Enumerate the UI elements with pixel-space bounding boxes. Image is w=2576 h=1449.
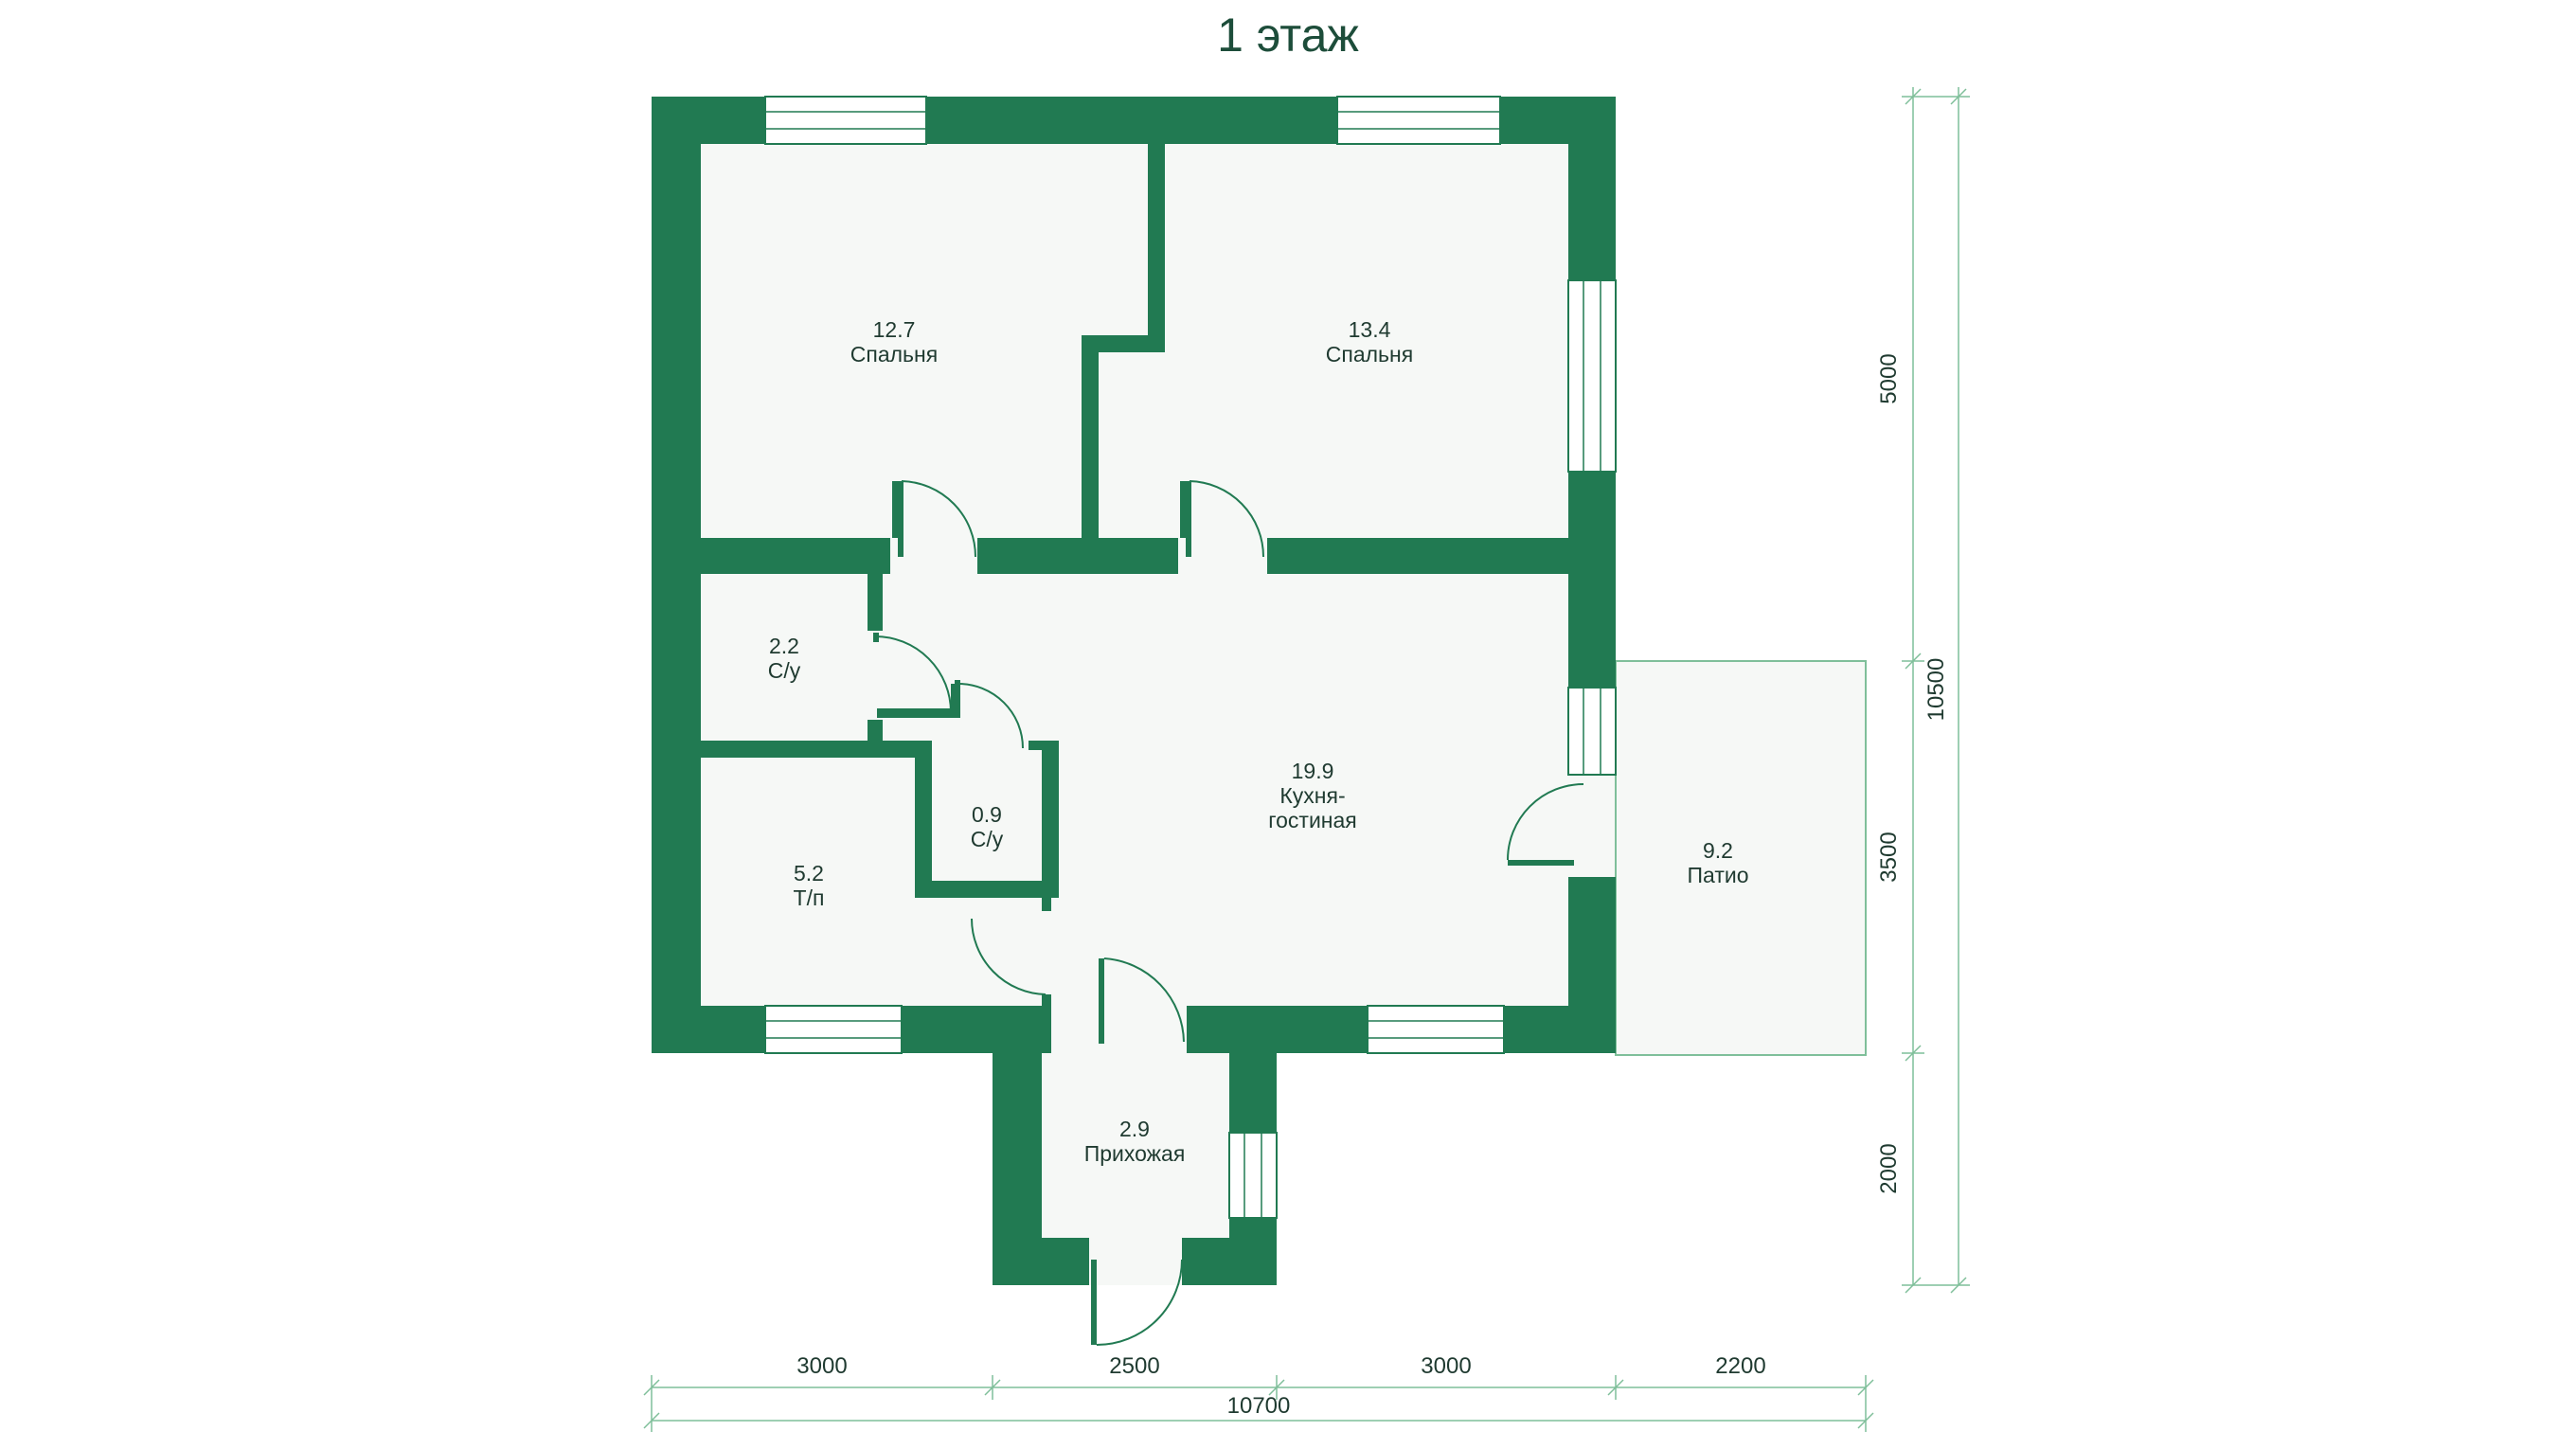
room-name: Патио <box>1688 863 1749 887</box>
wall-bedroom-divider-step <box>1082 335 1165 352</box>
window-bottom-left <box>764 1005 903 1054</box>
dimension-label: 3500 <box>1876 832 1902 882</box>
room-bedroom-left: 12.7 Спальня <box>850 317 938 367</box>
room-name: С/у <box>768 658 801 683</box>
wall-utility-door-jamb <box>1042 898 1051 911</box>
window-right-lower <box>1567 687 1617 776</box>
window-bottom-right <box>1367 1005 1505 1054</box>
dimension-label: 5000 <box>1876 353 1902 403</box>
room-living: 19.9 Кухня- гостиная <box>1268 759 1357 832</box>
dimension-label: 3000 <box>796 1353 847 1379</box>
door-hallway-inner <box>1099 957 1185 1044</box>
dimension-label: 2200 <box>1715 1353 1765 1379</box>
wall-hallway-bottom-right <box>1182 1238 1277 1285</box>
door-patio <box>1507 783 1584 866</box>
room-hallway: 2.9 Прихожая <box>1084 1117 1186 1166</box>
room-wc-small: 0.9 С/у <box>971 802 1004 851</box>
room-name: Кухня- <box>1279 783 1345 808</box>
room-name: Т/п <box>794 886 825 910</box>
page-title: 1 этаж <box>1217 9 1359 62</box>
wall-small-wc-top <box>877 708 958 718</box>
window-hallway <box>1228 1132 1278 1219</box>
wall-utility-door-jamb-bottom <box>1042 994 1051 1006</box>
room-name: Спальня <box>1326 342 1413 367</box>
window-top-right <box>1336 96 1501 145</box>
dimension-label: 10700 <box>1227 1393 1291 1419</box>
dimension-bottom: 3000 2500 3000 2200 10700 <box>643 1353 1874 1432</box>
room-area: 13.4 <box>1349 317 1391 342</box>
wall-wc-right-upper <box>868 574 883 631</box>
room-area: 2.9 <box>1119 1117 1150 1141</box>
room-utility: 5.2 Т/п <box>794 861 825 910</box>
room-area: 5.2 <box>794 861 824 886</box>
door-wc-small <box>955 680 1024 749</box>
dimension-label: 10500 <box>1923 658 1949 722</box>
room-name: Спальня <box>850 342 938 367</box>
room-area: 12.7 <box>873 317 916 342</box>
room-bedroom-right: 13.4 Спальня <box>1326 317 1413 367</box>
wall-bedroom-divider-upper <box>1148 144 1165 350</box>
door-utility <box>971 918 1046 995</box>
dimension-label: 2500 <box>1109 1353 1159 1379</box>
wall-wc-bottom <box>701 741 917 758</box>
wall-small-wc-right <box>1042 741 1059 898</box>
room-area: 9.2 <box>1703 838 1733 863</box>
patio-area <box>1615 660 1867 1056</box>
wall-bedrooms-bottom-left <box>701 538 890 574</box>
wall-bedroom-door-jamb-left <box>892 481 902 538</box>
room-area: 0.9 <box>972 802 1002 827</box>
wall-outer-left <box>652 97 701 1053</box>
room-area: 2.2 <box>769 634 799 658</box>
window-right-upper <box>1567 279 1617 473</box>
door-wc-large <box>873 633 952 713</box>
wall-hallway-bottom-left <box>993 1238 1089 1285</box>
room-name: Прихожая <box>1084 1141 1186 1166</box>
wall-bedrooms-bottom-right <box>1267 538 1568 574</box>
dimension-label: 2000 <box>1876 1143 1902 1193</box>
wall-small-wc-right-jamb <box>1029 741 1046 750</box>
wall-bedroom-door-jamb-right <box>1180 481 1190 538</box>
dimension-label: 3000 <box>1421 1353 1471 1379</box>
door-bedroom-left <box>898 480 976 558</box>
wall-small-wc-bottom <box>915 881 1057 898</box>
room-area: 19.9 <box>1292 759 1334 783</box>
wall-bedroom-divider-lower <box>1082 335 1099 538</box>
door-bedroom-right <box>1186 480 1264 558</box>
floor-main <box>652 97 1616 1053</box>
door-entrance <box>1091 1259 1183 1346</box>
room-name: С/у <box>971 827 1004 851</box>
dimension-right: 5000 3500 2000 10500 <box>1876 87 1970 1294</box>
wall-bedrooms-bottom-mid <box>977 538 1178 574</box>
room-wc-large: 2.2 С/у <box>768 634 801 683</box>
wall-small-wc-left <box>915 741 932 892</box>
room-name: гостиная <box>1268 808 1357 832</box>
room-patio: 9.2 Патио <box>1688 838 1749 887</box>
window-top-left <box>764 96 927 145</box>
